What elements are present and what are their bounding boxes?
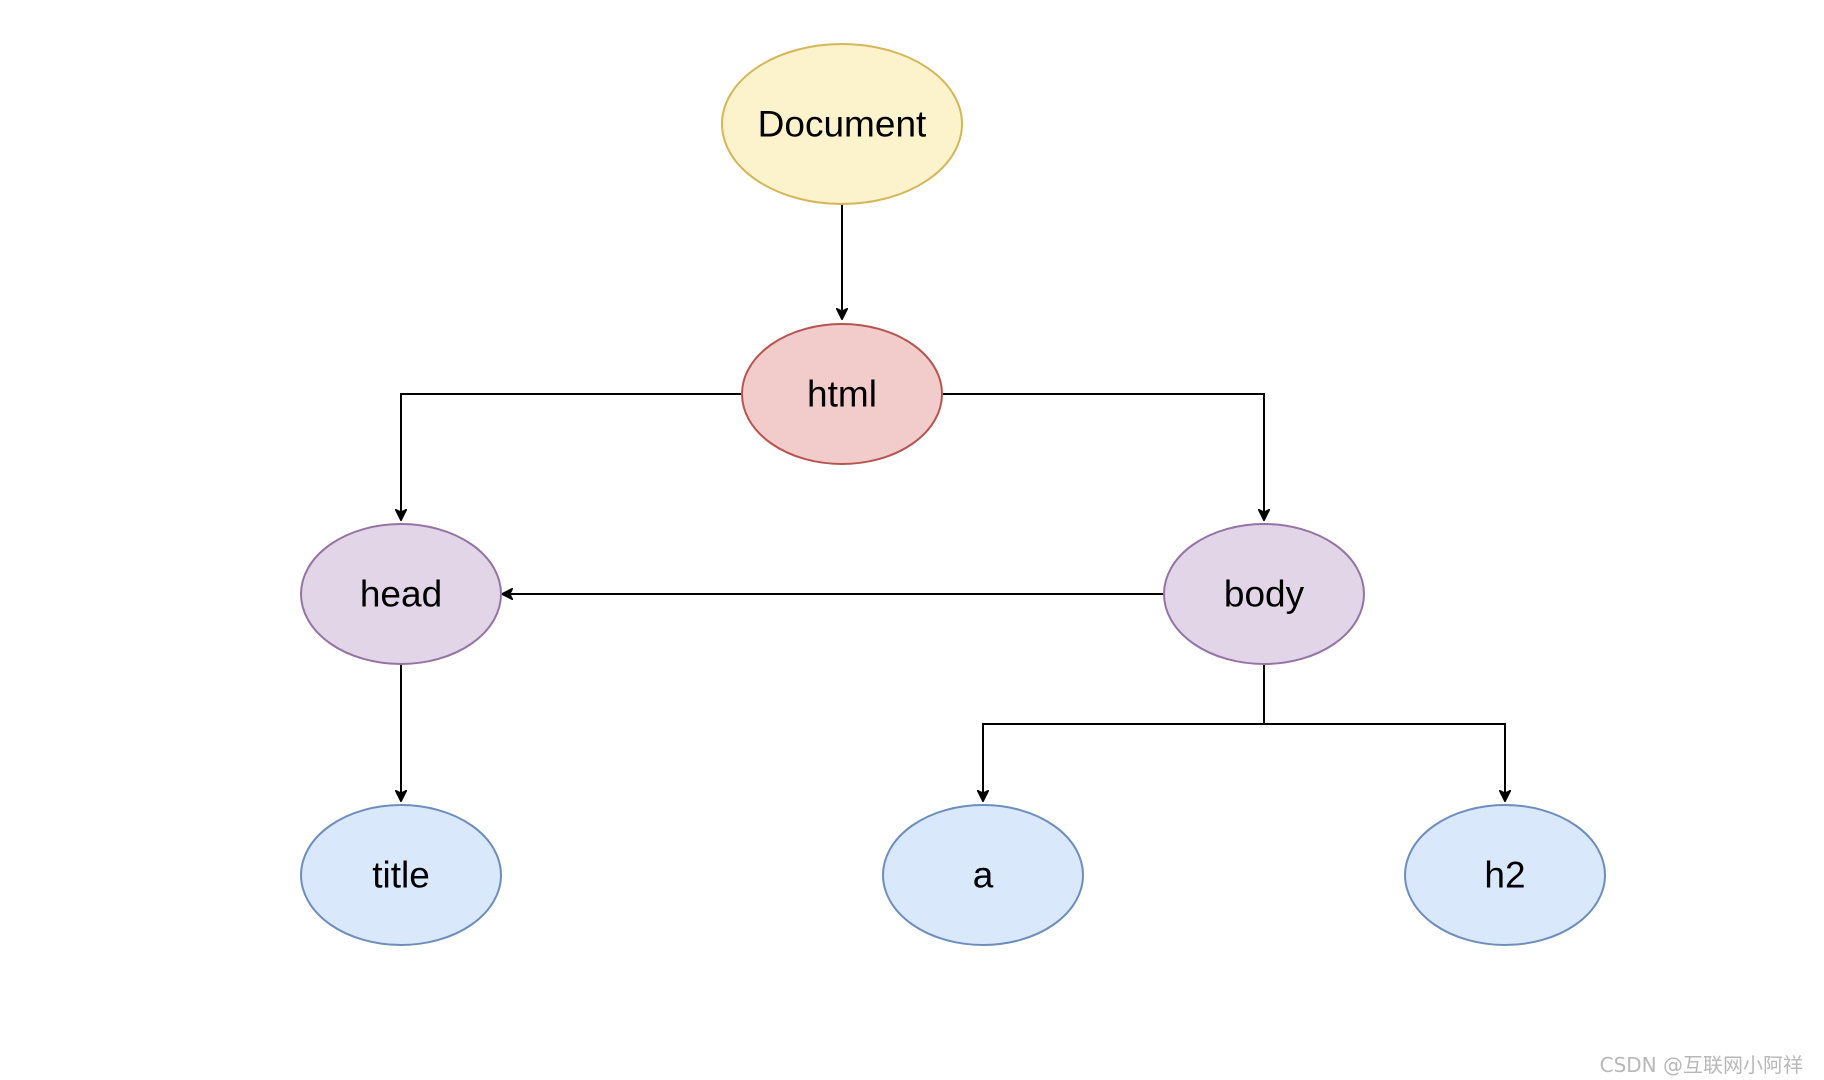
node-h2-label: h2 — [1484, 855, 1525, 896]
node-head-label: head — [360, 574, 442, 615]
node-html-shape — [741, 323, 943, 465]
node-title: title — [300, 804, 502, 946]
node-html-label: html — [807, 374, 877, 415]
node-a-label: a — [973, 855, 994, 896]
node-h2: h2 — [1404, 804, 1606, 946]
node-title-label: title — [372, 855, 430, 896]
node-html: html — [741, 323, 943, 465]
node-title-shape — [300, 804, 502, 946]
node-h2-shape — [1404, 804, 1606, 946]
node-a-shape — [882, 804, 1084, 946]
edge-html-to-body — [942, 393, 1264, 519]
node-body-label: body — [1224, 574, 1305, 615]
edge-body-to-h2 — [1263, 664, 1505, 800]
edges — [401, 204, 1505, 800]
node-body: body — [1163, 523, 1365, 665]
edge-body-to-a — [983, 664, 1265, 800]
node-a: a — [882, 804, 1084, 946]
edge-html-to-head — [401, 393, 741, 519]
node-body-shape — [1163, 523, 1365, 665]
node-document: Document — [721, 43, 963, 205]
node-document-label: Document — [758, 104, 927, 145]
node-head: head — [300, 523, 502, 665]
node-document-shape — [721, 43, 963, 205]
watermark: CSDN @互联网小阿祥 — [1599, 1053, 1803, 1077]
node-head-shape — [300, 523, 502, 665]
